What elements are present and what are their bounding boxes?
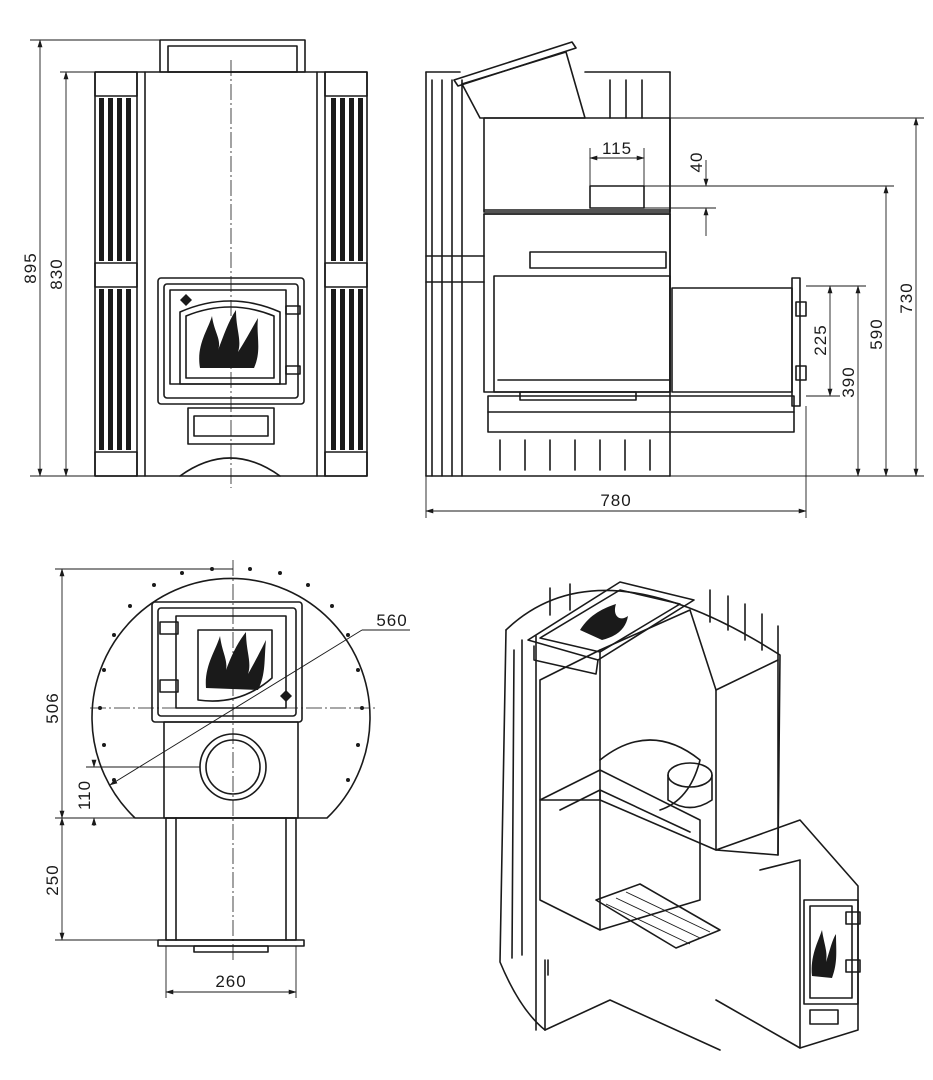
dim-side-mid-height: 590 <box>867 318 886 349</box>
dim-front-total-height: 895 <box>21 252 40 283</box>
dim-side-top-panel-width: 115 <box>602 139 632 158</box>
dim-side-top-step: 40 <box>687 152 706 173</box>
dim-plan-depth: 506 <box>43 692 62 723</box>
dim-plan-diameter: 560 <box>376 611 407 630</box>
dim-side-door-height: 225 <box>811 324 830 355</box>
top-plan-view <box>90 560 376 960</box>
dim-plan-tunnel-length: 250 <box>43 864 62 895</box>
front-fire-door <box>157 277 305 405</box>
dim-side-top-height: 730 <box>897 282 916 313</box>
right-slats <box>331 98 363 450</box>
dim-front-body-height: 830 <box>47 258 66 289</box>
dim-side-total-depth: 780 <box>600 491 631 510</box>
dimensions: 895 830 730 590 390 225 115 40 780 <box>21 39 924 998</box>
side-section-view <box>425 41 807 477</box>
left-slats <box>99 98 131 450</box>
dim-plan-tunnel-width: 260 <box>215 972 246 991</box>
dim-plan-chimney-offset: 110 <box>75 780 94 810</box>
dim-side-door-top: 390 <box>839 366 858 397</box>
isometric-cutaway-view <box>499 581 861 1051</box>
front-view <box>94 39 368 488</box>
